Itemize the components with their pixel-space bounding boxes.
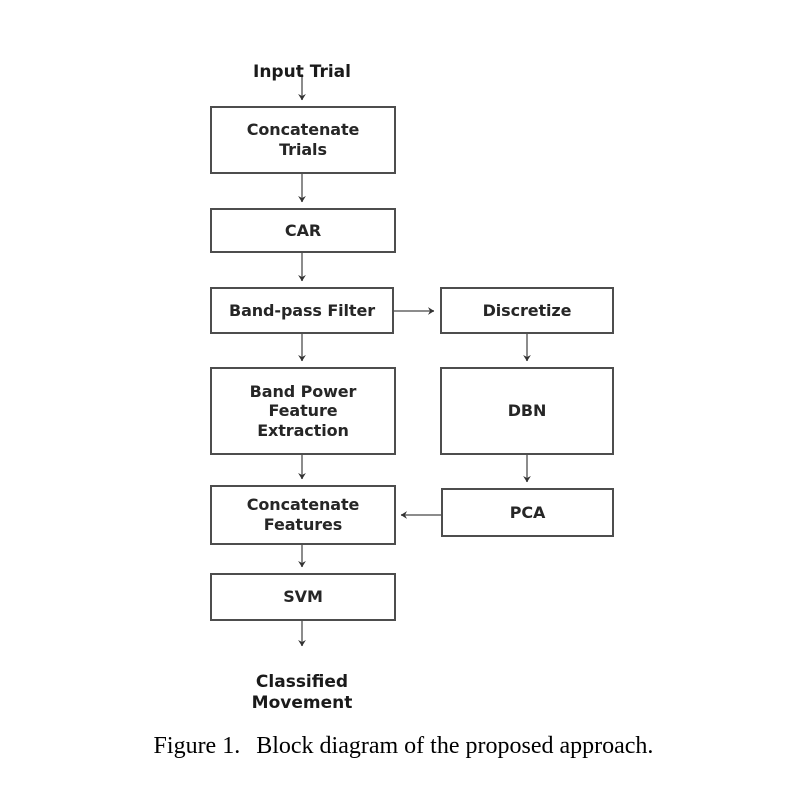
terminal-classified-movement: Classified Movement bbox=[202, 652, 402, 713]
node-svm-label: SVM bbox=[283, 587, 323, 607]
node-car-label: CAR bbox=[284, 220, 322, 240]
figure-caption-text: Block diagram of the proposed approach. bbox=[256, 733, 654, 759]
terminal-input-trial-label: Input Trial bbox=[253, 62, 351, 83]
node-concatenate-features[interactable]: Concatenate Features bbox=[210, 485, 396, 545]
node-concatenate-features-label: Concatenate Features bbox=[246, 495, 360, 534]
node-band-pass-filter-label: Band-pass Filter bbox=[228, 300, 376, 320]
node-band-power-feature-extraction[interactable]: Band Power Feature Extraction bbox=[210, 367, 396, 455]
node-band-power-feature-extraction-label: Band Power Feature Extraction bbox=[249, 381, 357, 440]
terminal-classified-movement-label: Classified Movement bbox=[251, 672, 353, 713]
node-car[interactable]: CAR bbox=[210, 208, 396, 253]
block-diagram: Input Trial Classified Movement Concaten… bbox=[202, 42, 614, 713]
node-discretize[interactable]: Discretize bbox=[440, 287, 614, 334]
node-concatenate-trials-label: Concatenate Trials bbox=[246, 120, 360, 159]
node-dbn-label: DBN bbox=[507, 401, 547, 421]
figure-caption: Figure 1. Block diagram of the proposed a… bbox=[0, 733, 807, 760]
node-pca[interactable]: PCA bbox=[441, 488, 614, 537]
node-pca-label: PCA bbox=[509, 502, 546, 522]
node-discretize-label: Discretize bbox=[482, 300, 572, 320]
connector-layer bbox=[298, 74, 531, 647]
node-band-pass-filter[interactable]: Band-pass Filter bbox=[210, 287, 394, 334]
figure-caption-number: Figure 1. bbox=[153, 733, 241, 759]
node-dbn[interactable]: DBN bbox=[440, 367, 614, 455]
node-svm[interactable]: SVM bbox=[210, 573, 396, 621]
node-concatenate-trials[interactable]: Concatenate Trials bbox=[210, 106, 396, 174]
terminal-input-trial: Input Trial bbox=[202, 42, 402, 83]
